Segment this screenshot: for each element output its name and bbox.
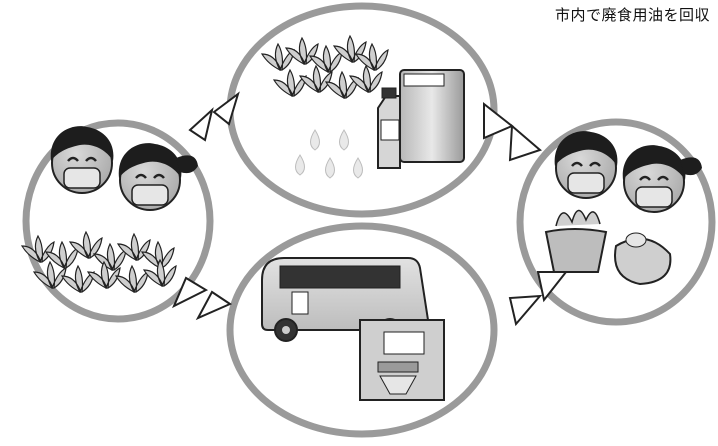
- arrow-recycle-to-crops: [174, 278, 230, 318]
- node-recycle: [230, 226, 494, 434]
- node-oil: [230, 6, 494, 214]
- arrow-oil-to-cooking: [484, 104, 540, 160]
- header-caption: 市内で廃食用油を回収: [555, 4, 710, 25]
